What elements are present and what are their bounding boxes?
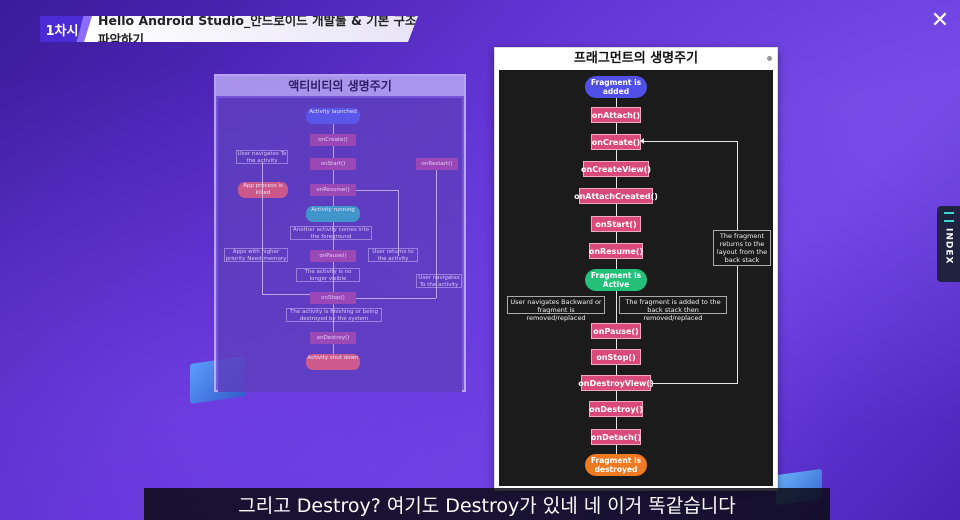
index-icon <box>943 212 954 222</box>
activity-oncreate: onCreate() <box>310 134 356 146</box>
caption-subtitle: 그리고 Destroy? 여기도 Destroy가 있네 네 이거 똑같습니다 <box>144 488 830 520</box>
activity-running: Activity running <box>306 206 360 222</box>
course-title: Hello Android Studio_안드로이드 개발툴 & 기본 구조 파… <box>84 16 418 42</box>
activity-launched: Activity launched <box>306 108 360 124</box>
fragment-loop-bottom <box>651 383 737 384</box>
activity-onresume: onResume() <box>310 184 356 196</box>
activity-note-finishing: The activity is finishing or being destr… <box>286 308 382 322</box>
activity-ondestroy: onDestroy() <box>310 332 356 344</box>
card-corner-dot <box>767 56 772 61</box>
activity-resume-loop-top <box>356 190 398 191</box>
activity-onpause: onPause() <box>310 250 356 262</box>
fragment-onstop: onStop() <box>591 349 641 365</box>
fragment-onattachcreated: onAttachCreated() <box>574 188 658 204</box>
index-tab[interactable]: INDEX <box>937 206 960 282</box>
activity-note-returns: User returns to the activity <box>368 248 418 262</box>
fragment-note-user-back: User navigates Backward or fragment is r… <box>507 296 605 322</box>
activity-lifecycle-card: 액티비티의 생명주기 Activity launched onCreate() … <box>214 74 466 392</box>
activity-note-no-longer: The activity is no longer visible <box>296 268 360 282</box>
fragment-loop-top <box>640 138 737 144</box>
fragment-onresume: onResume() <box>589 243 643 259</box>
activity-right-loop <box>436 170 437 298</box>
fragment-onstart: onStart() <box>591 216 641 232</box>
fragment-note-back-stack: The fragment returns to the layout from … <box>713 230 771 266</box>
activity-onstop: onStop() <box>310 292 356 304</box>
fragment-ondetach: onDetach() <box>591 429 641 445</box>
activity-shutdown: Activity shut down <box>306 354 360 370</box>
activity-left-loop <box>262 162 263 294</box>
fragment-onpause: onPause() <box>591 323 641 339</box>
activity-left-loop-bottom <box>262 294 310 295</box>
fragment-onattach: onAttach() <box>591 107 641 123</box>
activity-diagram: Activity launched onCreate() User naviga… <box>218 98 462 392</box>
fragment-note-added-back: The fragment is added to the back stack … <box>619 296 727 322</box>
close-icon[interactable]: ✕ <box>930 8 950 33</box>
index-label: INDEX <box>943 228 954 265</box>
activity-note-higher-priority: Apps with higher priority Need memory <box>224 248 288 262</box>
activity-spine <box>333 118 334 370</box>
activity-onstart: onStart() <box>310 158 356 170</box>
activity-onrestart: onRestart() <box>416 158 458 170</box>
activity-note-another: Another activity comes into the foregrou… <box>290 226 372 240</box>
fragment-ondestroy: onDestroy() <box>589 401 643 417</box>
fragment-added: Fragment is added <box>585 76 647 98</box>
activity-card-title: 액티비티의 생명주기 <box>216 76 464 96</box>
fragment-active: Fragment is Active <box>585 269 647 291</box>
activity-right-loop-bottom <box>356 298 436 299</box>
activity-killed: App process is killed <box>238 182 288 198</box>
fragment-oncreate: onCreate() <box>591 134 641 150</box>
activity-note-nav-to: User navigates To the activity <box>416 274 462 288</box>
fragment-card-title: 프래그먼트의 생명주기 <box>573 51 699 66</box>
fragment-lifecycle-card: 프래그먼트의 생명주기 Fragment is added onAttach()… <box>494 47 778 491</box>
fragment-oncreateview: onCreateView() <box>581 161 651 177</box>
activity-resume-loop <box>398 190 399 256</box>
fragment-destroyed: Fragment is destroyed <box>585 454 647 476</box>
fragment-ondestroyview: onDestroyView() <box>578 375 654 391</box>
session-badge: 1차시 <box>40 16 84 42</box>
fragment-diagram: Fragment is added onAttach() onCreate() … <box>499 70 773 486</box>
